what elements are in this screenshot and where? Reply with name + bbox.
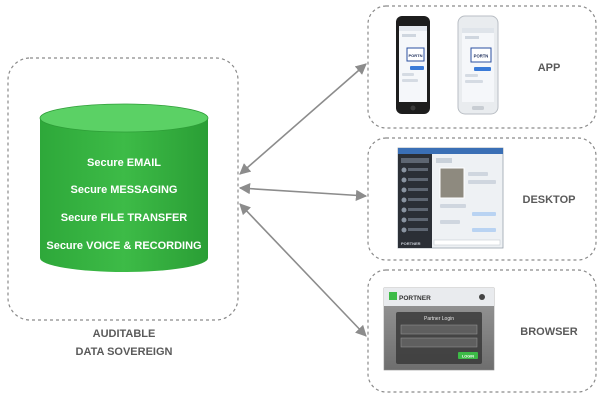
browser-login-button: LOGIN: [462, 355, 474, 359]
label-desktop: DESKTOP: [523, 194, 576, 206]
phone-iphone: PORTN: [396, 16, 430, 114]
browser-window: PORTNER Partner Login LOGIN: [383, 287, 495, 371]
caption-data-sovereign: DATA SOVEREIGN: [76, 346, 173, 358]
service-file-transfer: Secure FILE TRANSFER: [61, 212, 188, 224]
phone-android: PORTN: [457, 15, 499, 115]
app-box: [367, 5, 597, 129]
server-box: [7, 57, 239, 321]
desktop-window: PORTNER: [397, 147, 504, 249]
browser-login-title: Partner Login: [424, 316, 454, 322]
arrow-to-browser: [239, 203, 367, 337]
service-email: Secure EMAIL: [87, 157, 161, 169]
browser-box: [367, 269, 597, 393]
database-cylinder: [39, 103, 209, 272]
label-browser: BROWSER: [520, 326, 578, 338]
service-messaging: Secure MESSAGING: [71, 184, 178, 196]
arrow-to-app: [239, 63, 367, 175]
desktop-box: [367, 137, 597, 261]
browser-brand: PORTNER: [399, 295, 431, 302]
service-voice-recording: Secure VOICE & RECORDING: [46, 240, 201, 252]
app-logo-text: PORTN: [409, 53, 423, 58]
arrow-to-desktop: [238, 183, 368, 201]
label-app: APP: [538, 62, 561, 74]
desktop-brand: PORTNER: [401, 241, 421, 246]
caption-auditable: AUDITABLE: [93, 328, 156, 340]
app-logo-text-2: PORTN: [474, 54, 489, 59]
